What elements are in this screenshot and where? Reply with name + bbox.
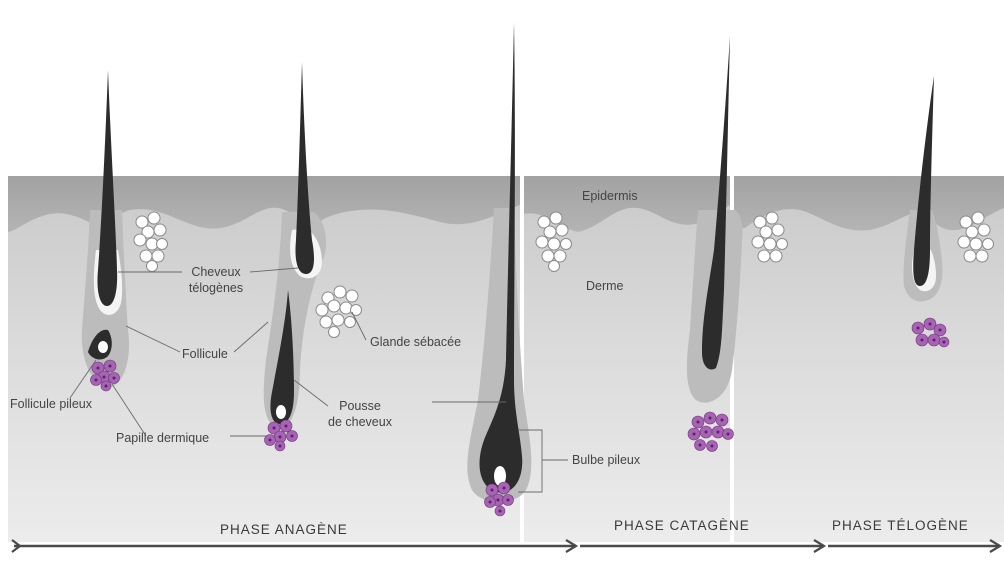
label-derme: Derme xyxy=(586,278,624,294)
label-cheveux-line2: télogènes xyxy=(182,280,250,296)
phase-label-anagen: PHASE ANAGÈNE xyxy=(220,522,348,537)
label-bulbe-pileux: Bulbe pileux xyxy=(572,452,640,468)
follicle-2-old-hair xyxy=(295,62,314,274)
label-papille-dermique: Papille dermique xyxy=(116,430,209,446)
label-pousse-line2: de cheveux xyxy=(326,414,394,430)
label-glande-sebacee: Glande sébacée xyxy=(370,334,461,350)
label-pousse-de-cheveux: Pousse de cheveux xyxy=(326,398,394,430)
label-pousse-line1: Pousse xyxy=(326,398,394,414)
label-epidermis: Epidermis xyxy=(582,188,638,204)
label-cheveux-telogenes: Cheveux télogènes xyxy=(182,264,250,296)
phase-label-catagen: PHASE CATAGÈNE xyxy=(614,518,750,533)
follicle-1-new-bulb xyxy=(98,341,108,353)
label-follicule: Follicule xyxy=(182,346,228,362)
phase-label-telogen: PHASE TÉLOGÈNE xyxy=(832,518,969,533)
follicle-2-bulb-core xyxy=(276,405,286,419)
label-follicule-pileux: Follicule pileux xyxy=(10,396,92,412)
label-cheveux-line1: Cheveux xyxy=(182,264,250,280)
